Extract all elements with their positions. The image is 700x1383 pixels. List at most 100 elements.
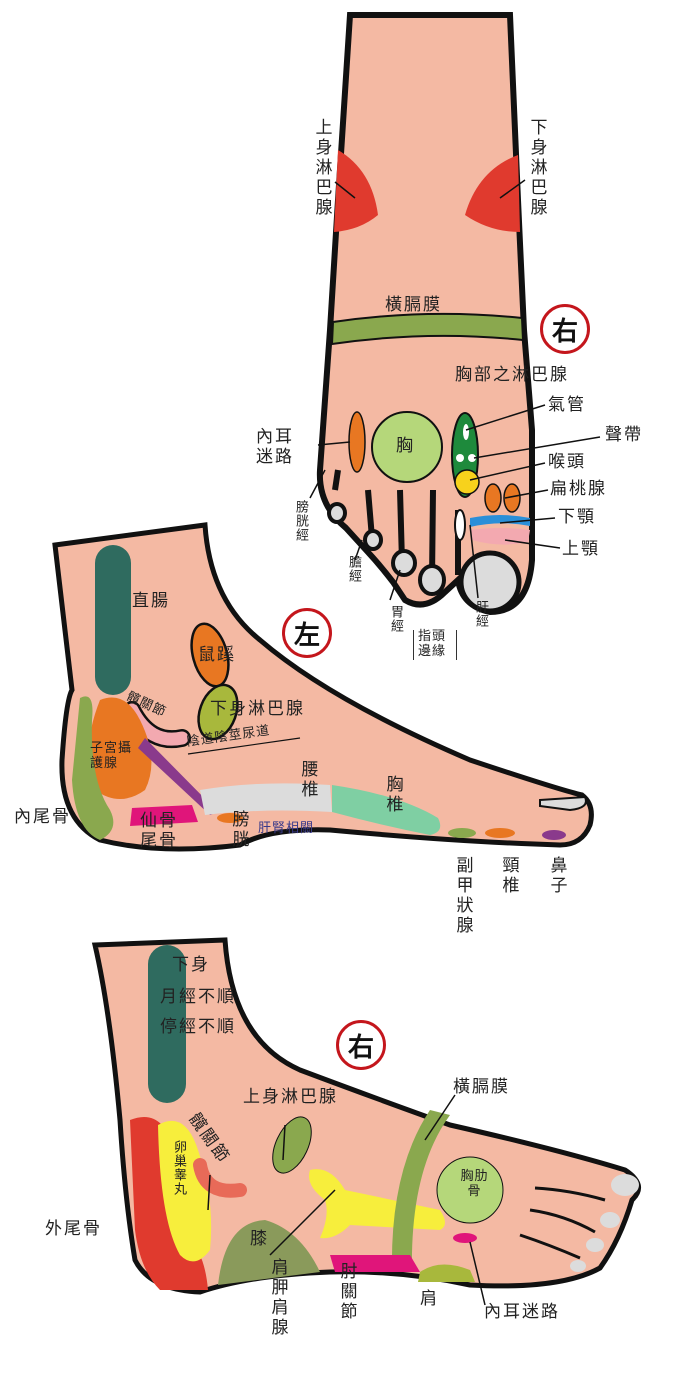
label-inner-coccyx: 內尾骨 — [14, 807, 71, 827]
label-sacrum-coccyx: 仙骨尾骨 — [140, 811, 178, 851]
vocal-cord-zone — [456, 454, 464, 462]
label-lumbar: 腰椎 — [297, 760, 318, 800]
bottom-foot-outline — [91, 937, 642, 1295]
vagina-urethra-underline — [187, 737, 301, 755]
label-inner-ear: 內耳迷路 — [256, 427, 294, 467]
toe-tip — [327, 502, 347, 524]
label-rectum: 直腸 — [132, 591, 170, 611]
ovary-testis-zone — [158, 1120, 212, 1262]
toe-nail — [570, 1260, 586, 1272]
label-shoulder: 肩 — [420, 1289, 439, 1309]
shoulder-zone — [418, 1264, 475, 1282]
inner-ear-zone — [348, 411, 366, 473]
diaphragm-band — [330, 312, 525, 346]
cervical-zone — [485, 828, 515, 838]
tonsil-zone — [503, 483, 521, 513]
label-bladder: 膀胱 — [228, 810, 249, 850]
label-chest-lymph: 胸部之淋巴腺 — [455, 365, 569, 385]
label-groin: 鼠蹊 — [198, 645, 236, 665]
label-lower-lymph-left: 下身淋巴腺 — [210, 699, 305, 719]
label-stomach-meridian: 胃經 — [387, 605, 403, 633]
right-foot-badge: 右 — [540, 304, 590, 354]
label-cervical: 頸椎 — [498, 856, 519, 896]
chest-ribs-zone — [436, 1156, 504, 1224]
toenail — [539, 795, 587, 812]
top-leader-lines — [309, 179, 601, 601]
label-lower-body: 下身 — [172, 955, 210, 975]
label-diaphragm: 橫膈膜 — [385, 295, 442, 315]
label-nose: 鼻子 — [546, 856, 567, 896]
label-toe-edge: 指頭邊緣 — [413, 629, 457, 660]
larynx-zone — [454, 469, 480, 495]
label-knee: 膝 — [250, 1229, 269, 1249]
label-scapula: 肩胛肩腺 — [267, 1258, 288, 1338]
hip-joint-zone — [193, 1158, 247, 1198]
label-gallbladder-meridian: 膽經 — [345, 555, 361, 583]
label-lower-jaw: 下顎 — [558, 507, 596, 527]
label-upper-lymph: 上身淋巴腺 — [311, 118, 332, 218]
knee-zone — [218, 1220, 320, 1285]
inner-coccyx-band — [72, 696, 114, 840]
lower-jaw-band — [470, 515, 530, 527]
tonsil-zone — [484, 483, 502, 513]
label-menstrual: 月經不順 — [160, 987, 236, 1007]
label-chest: 胸 — [396, 436, 415, 456]
toe-tip — [363, 529, 383, 551]
right-foot-side-badge: 右 — [336, 1020, 386, 1070]
menstrual-zone — [148, 945, 186, 1103]
upper-jaw-band — [470, 528, 530, 545]
label-uterus-prostate: 子宮攝護腺 — [90, 741, 133, 771]
toe-nail — [586, 1238, 604, 1252]
label-bladder-meridian: 膀胱經 — [292, 500, 308, 542]
top-foot — [309, 12, 601, 616]
uterus-prostate-zone — [88, 697, 152, 799]
rectum-zone — [95, 545, 131, 695]
inner-ear-zone — [453, 1233, 477, 1243]
trachea-zone — [463, 424, 469, 440]
label-diaphragm-bottom: 橫膈膜 — [453, 1077, 510, 1097]
sacrum-zone — [130, 805, 198, 826]
lower-lymph-zone — [465, 155, 520, 232]
big-toe-nail-edge — [454, 509, 466, 541]
label-tonsils: 扁桃腺 — [550, 479, 607, 499]
left-foot-badge: 左 — [282, 608, 332, 658]
label-liver-meridian: 肝經 — [472, 600, 488, 628]
toe-nail — [600, 1212, 620, 1228]
label-upper-lymph-bottom: 上身淋巴腺 — [243, 1087, 338, 1107]
toe-tip — [391, 549, 417, 577]
label-vocal-cords: 聲帶 — [605, 425, 643, 445]
toe-nail — [611, 1174, 639, 1196]
label-upper-jaw: 上顎 — [562, 539, 600, 559]
middle-foot — [52, 522, 594, 852]
label-lower-lymph: 下身淋巴腺 — [526, 118, 547, 218]
label-thoracic: 胸椎 — [382, 775, 403, 815]
toe-lines — [519, 1186, 606, 1260]
label-ovary-testis: 卵巢睾丸 — [170, 1140, 186, 1196]
bottom-foot — [91, 937, 642, 1306]
label-menopause: 停經不順 — [160, 1017, 236, 1037]
label-elbow: 肘關節 — [336, 1262, 357, 1322]
elbow-zone — [330, 1255, 420, 1272]
lower-lymph-zone — [197, 683, 239, 741]
vocal-cord-zone — [468, 454, 476, 462]
vagina-urethra-line — [138, 738, 218, 815]
nose-zone — [542, 830, 566, 840]
label-chest-ribs: 胸肋骨 — [460, 1169, 489, 1199]
toe-separators — [332, 469, 461, 581]
label-outer-coccyx: 外尾骨 — [45, 1219, 102, 1239]
bladder-zone — [217, 813, 243, 823]
parathyroid-zone — [448, 828, 476, 838]
toe-tip — [418, 564, 446, 596]
thoracic-band — [332, 785, 441, 835]
lumbar-band — [200, 783, 332, 815]
bottom-leader-lines — [207, 1094, 486, 1306]
label-larynx: 喉頭 — [548, 452, 586, 472]
upper-lymph-zone — [334, 150, 378, 232]
label-trachea: 氣管 — [548, 395, 586, 415]
label-liver-kidney: 肝腎相關 — [258, 821, 315, 836]
big-toe-tip — [458, 550, 522, 614]
chest-zone — [371, 411, 443, 483]
diaphragm-band — [391, 1110, 450, 1272]
